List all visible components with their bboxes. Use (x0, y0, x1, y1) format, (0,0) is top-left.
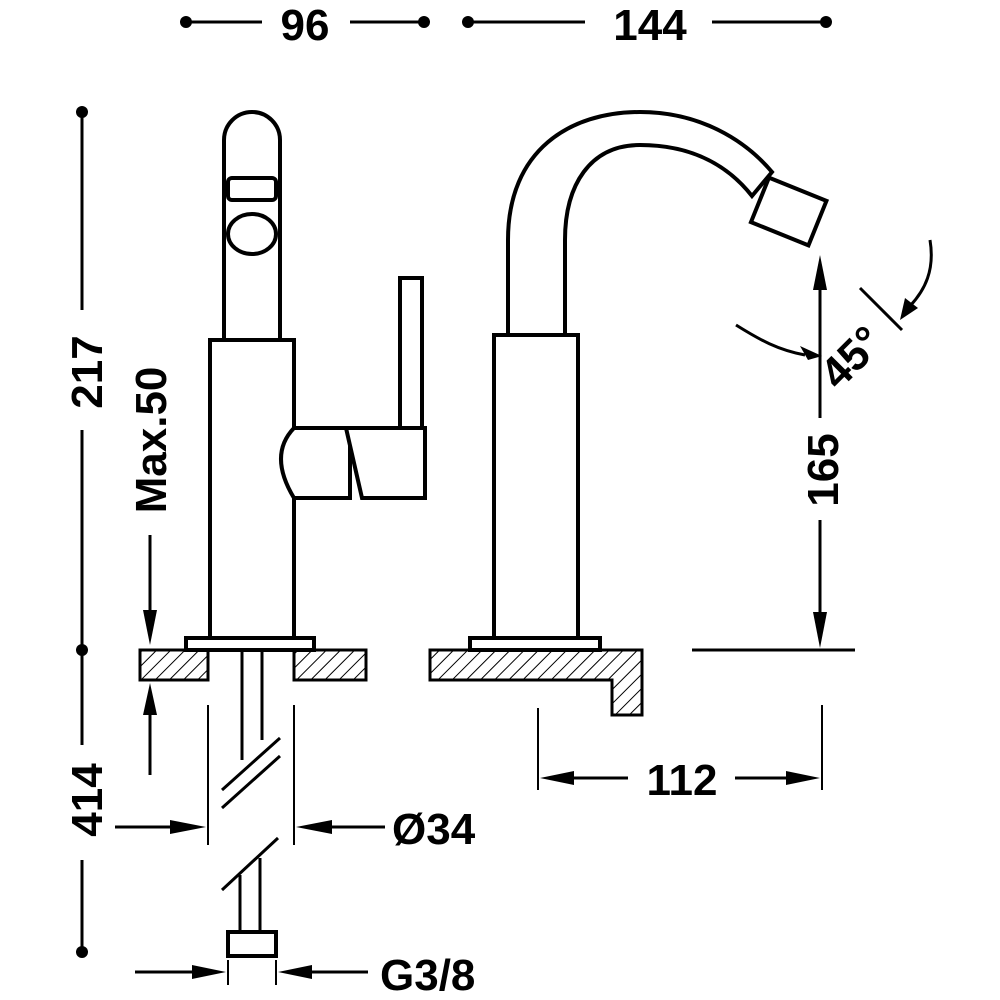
dimension-label-angle: 45° (811, 317, 893, 399)
dimension-label-diameter: Ø34 (392, 805, 476, 854)
angle-dimension: 45° (735, 239, 933, 399)
dimension-label-165: 165 (799, 433, 848, 506)
dimension-label-112: 112 (647, 756, 718, 805)
thread-dimension: G3/8 (135, 951, 475, 1000)
max-deck-dimension: Max.50 (127, 367, 176, 775)
side-view (428, 109, 855, 717)
dimension-label-414: 414 (63, 763, 112, 837)
front-view (138, 110, 427, 958)
spout-reach-dimension: 112 (537, 705, 823, 805)
dimension-label-thread: G3/8 (380, 951, 475, 1000)
dimension-label-144: 144 (613, 1, 687, 50)
top-dimension-144: 144 (462, 1, 832, 50)
top-dimension-96: 96 (180, 1, 430, 50)
left-dimension-414: 414 (63, 650, 112, 958)
left-dimension-217: 217 (63, 106, 112, 656)
diameter-dimension: Ø34 (115, 805, 476, 854)
dimension-label-217: 217 (63, 335, 112, 408)
spout-height-dimension: 165 (799, 255, 848, 648)
dimension-label-max50: Max.50 (127, 367, 176, 514)
dimension-label-96: 96 (281, 1, 330, 50)
